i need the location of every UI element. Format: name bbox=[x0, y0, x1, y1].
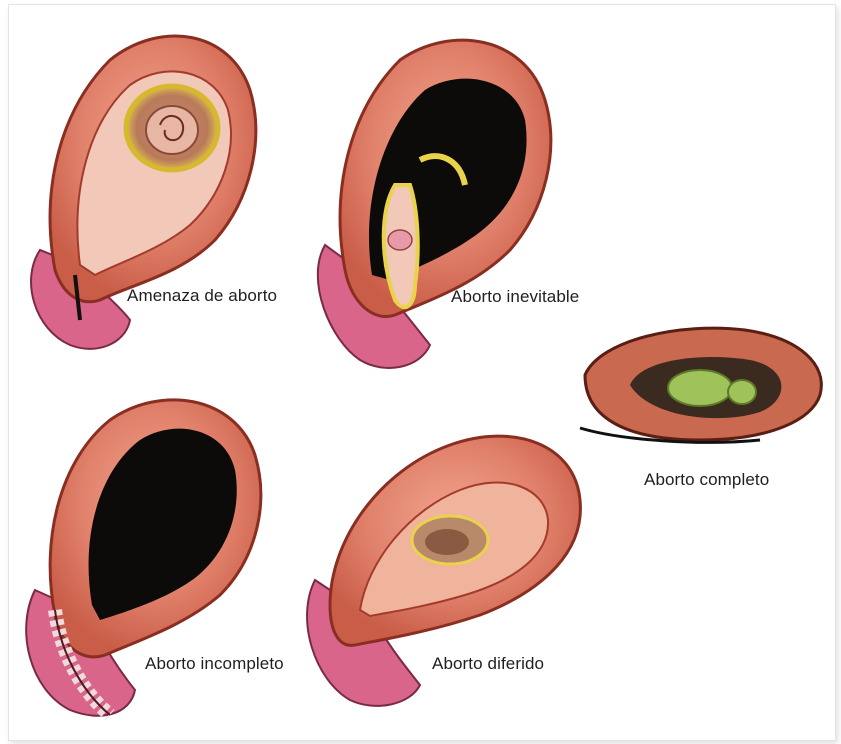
uterus-inevitable-drawing bbox=[318, 40, 551, 368]
label-incomplete: Aborto incompleto bbox=[145, 654, 284, 674]
label-threat: Amenaza de aborto bbox=[127, 286, 277, 306]
label-inevitable: Aborto inevitable bbox=[451, 287, 579, 307]
label-missed: Aborto diferido bbox=[432, 654, 544, 674]
label-complete: Aborto completo bbox=[644, 470, 769, 490]
expelled-tissue-drawing bbox=[580, 328, 821, 442]
